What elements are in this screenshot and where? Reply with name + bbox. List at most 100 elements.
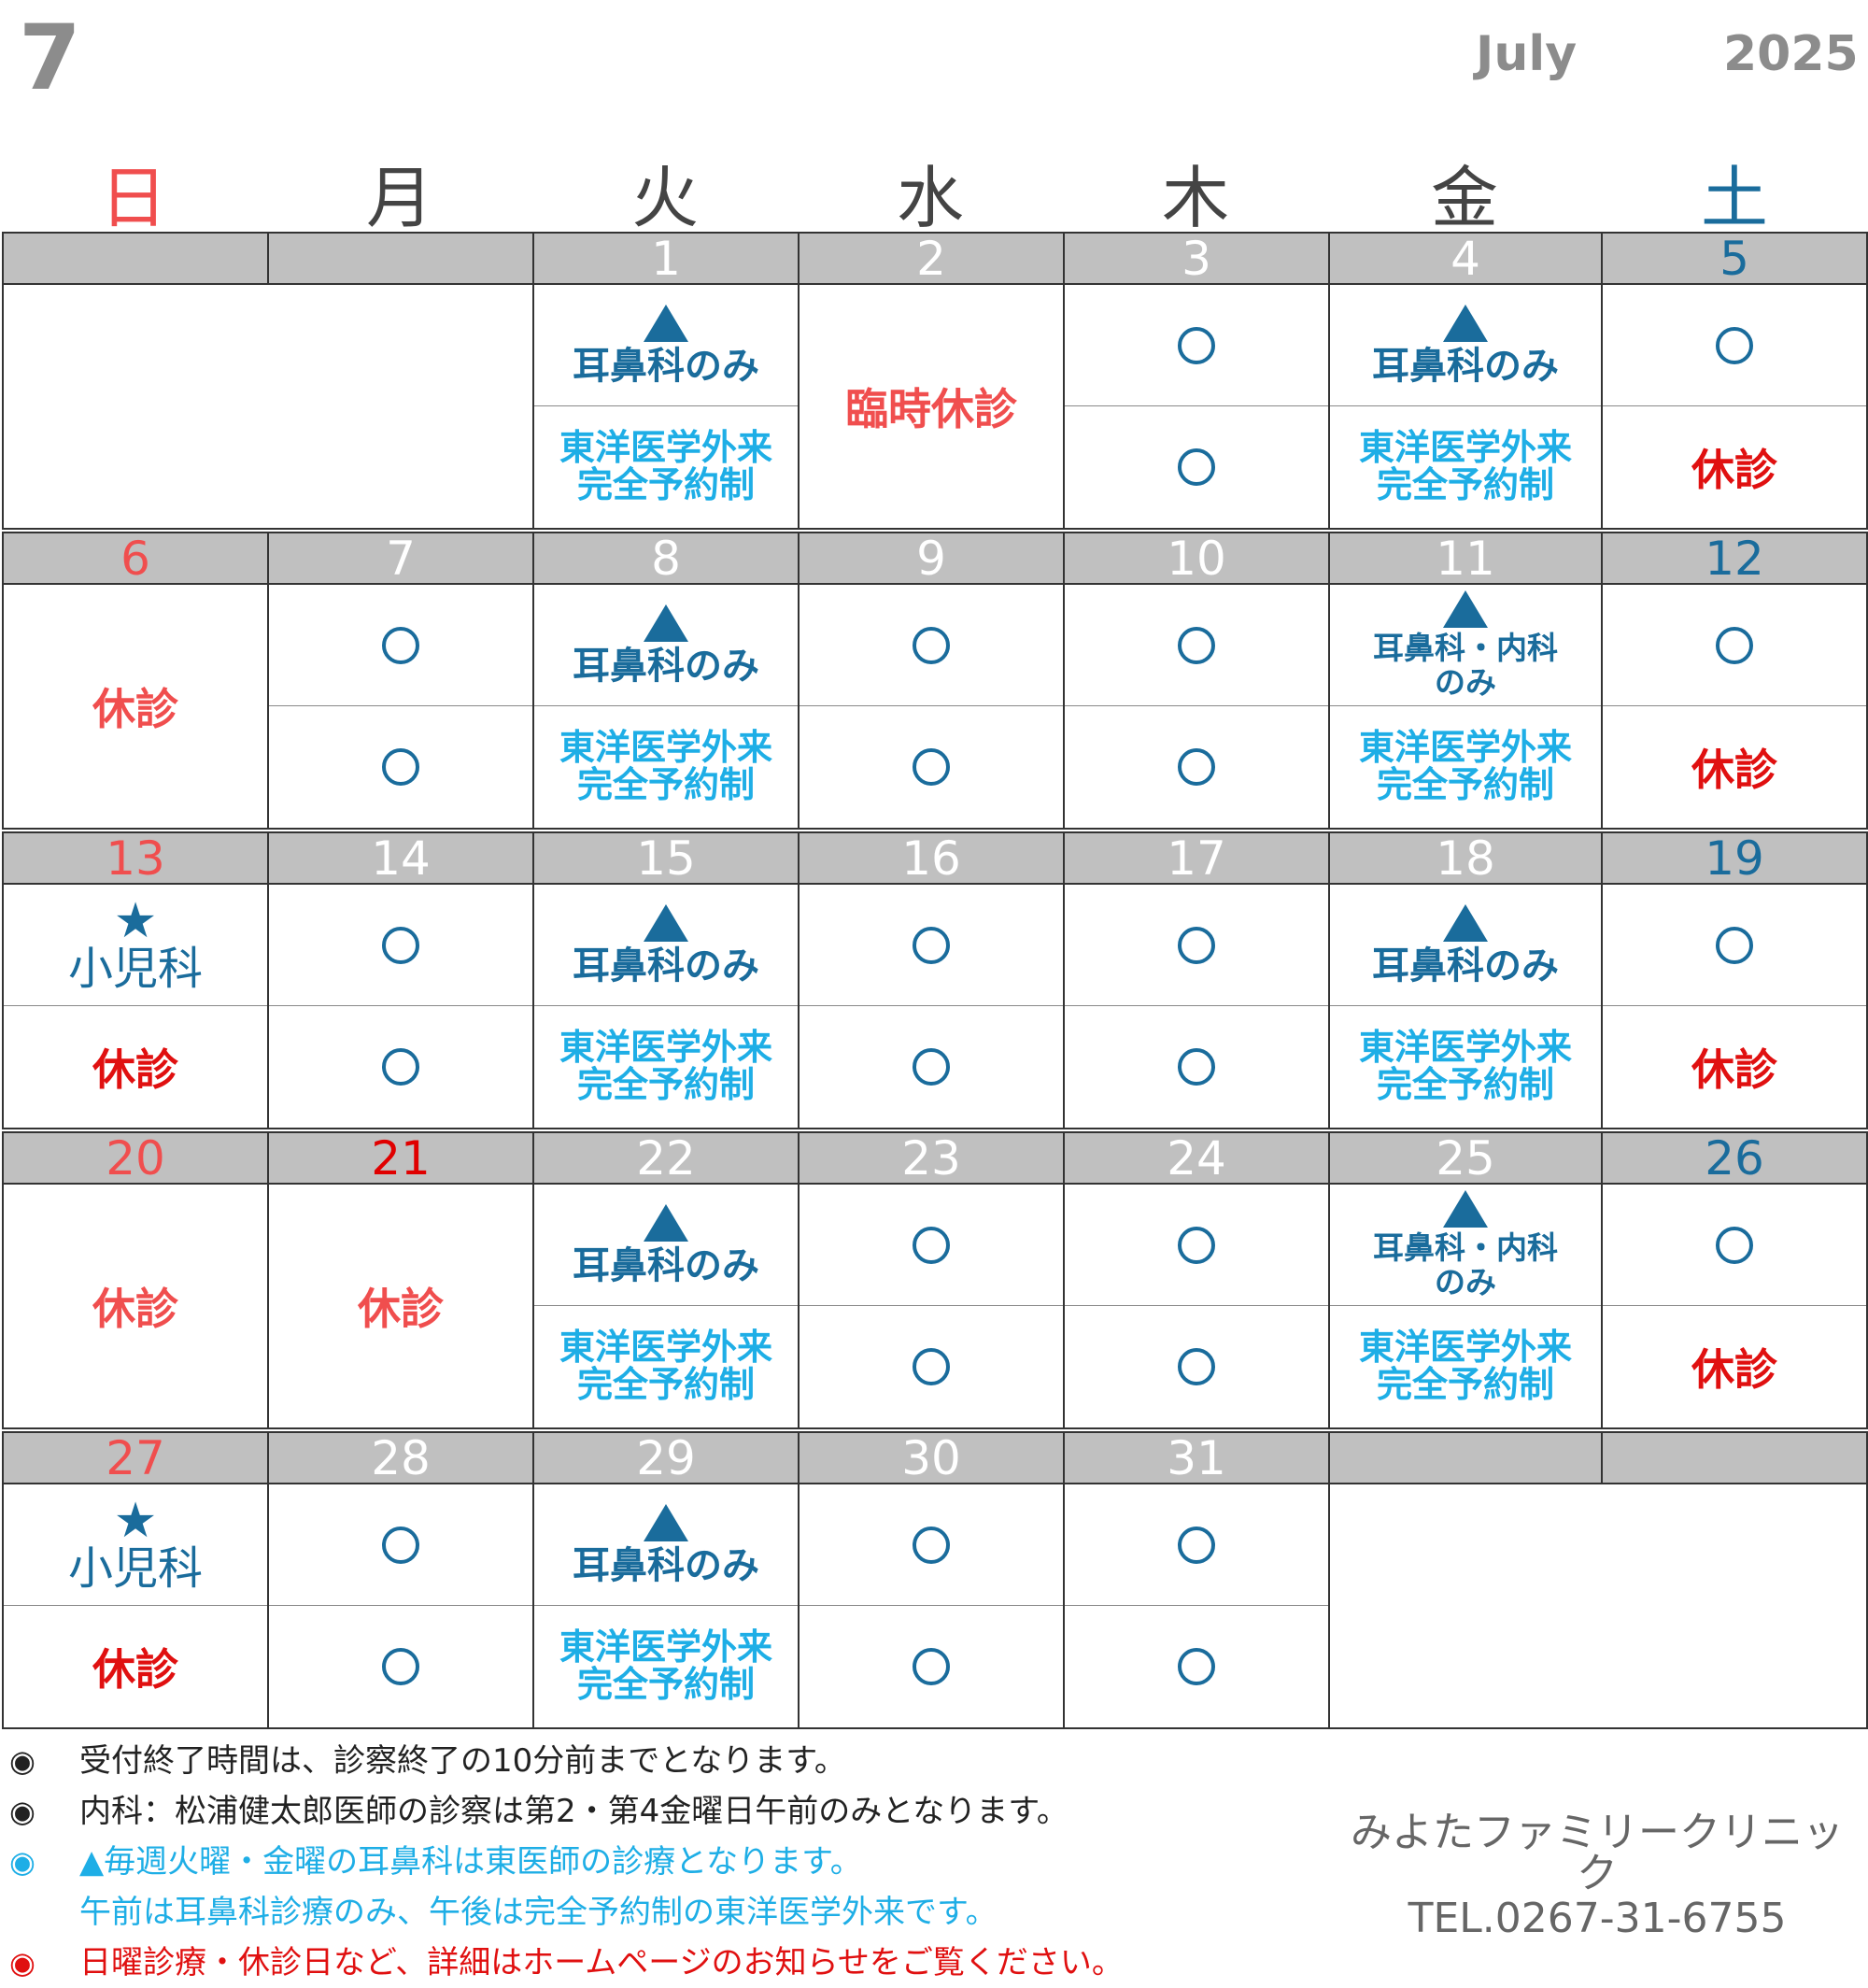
day-cell [1063, 1183, 1330, 1429]
date-header-cell: 30 [798, 1431, 1065, 1484]
note-text: 内科：松浦健太郎医師の診察は第2・第4金曜日午前のみとなります。 [79, 1793, 1068, 1830]
weekday-fri: 金 [1430, 158, 1498, 237]
closed-label: 休診 [92, 1644, 178, 1695]
date-header-cell: 28 [267, 1431, 534, 1484]
day-cell: 耳鼻科・内科のみ東洋医学外来完全予約制 [1328, 1183, 1603, 1429]
open-circle-icon [1178, 1648, 1215, 1685]
notes: ◉受付終了時間は、診察終了の10分前までとなります。 ◉ 内科：松浦健太郎医師の診… [9, 1736, 1336, 1988]
morning-slot [269, 585, 532, 706]
weekday-wed: 水 [896, 158, 964, 237]
open-circle-icon [1178, 926, 1215, 964]
date-number: 17 [1167, 831, 1226, 886]
date-header-cell: 29 [532, 1431, 800, 1484]
triangle-icon [644, 304, 688, 342]
date-header-cell: 26 [1601, 1131, 1868, 1185]
day-cell [267, 1483, 534, 1729]
open-circle-icon [382, 1648, 419, 1685]
day-slot: 休診 [4, 1185, 267, 1427]
day-cell [1063, 883, 1330, 1129]
closed-label: 休診 [358, 1284, 444, 1334]
eastern-medicine-label: 東洋医学外来 [559, 427, 772, 469]
day-cell: 休診 [2, 583, 269, 830]
morning-slot: ★小児科 [4, 1484, 267, 1606]
closed-label: 休診 [92, 684, 178, 734]
day-slot: 臨時休診 [800, 285, 1063, 528]
day-cell: 耳鼻科・内科のみ東洋医学外来完全予約制 [1328, 583, 1603, 830]
date-number: 1 [651, 231, 681, 286]
date-number: 25 [1436, 1130, 1495, 1186]
afternoon-slot: 東洋医学外来完全予約制 [534, 1606, 798, 1727]
day-cell: 耳鼻科のみ東洋医学外来完全予約制 [532, 283, 800, 530]
date-number: 27 [106, 1430, 165, 1485]
eastern-medicine-label: 東洋医学外来 [1358, 1027, 1572, 1069]
morning-slot [1065, 285, 1328, 406]
morning-slot [1603, 585, 1866, 706]
weekday-mon: 月 [365, 158, 433, 237]
morning-slot: 耳鼻科・内科のみ [1330, 1185, 1601, 1306]
morning-slot: 耳鼻科・内科のみ [1330, 585, 1601, 706]
pediatrics-label: 小児科 [67, 943, 203, 996]
triangle-icon [644, 1203, 688, 1242]
day-cell [1063, 283, 1330, 530]
afternoon-slot: 東洋医学外来完全予約制 [534, 406, 798, 528]
date-header-cell: 15 [532, 831, 800, 885]
date-header-cell: 23 [798, 1131, 1065, 1185]
reservation-label: 完全予約制 [1376, 464, 1554, 505]
closed-label: 休診 [1691, 1044, 1777, 1095]
open-circle-icon [1178, 326, 1215, 364]
morning-slot: 耳鼻科のみ [1330, 285, 1601, 406]
weekday-sun: 日 [99, 158, 167, 237]
date-header-cell: 18 [1328, 831, 1603, 885]
date-number: 18 [1436, 831, 1495, 886]
open-circle-icon [382, 626, 419, 664]
weekday-thu: 木 [1161, 158, 1229, 237]
note-bullet-icon: ◉ [9, 1945, 35, 1981]
morning-slot: ★小児科 [4, 885, 267, 1006]
eastern-medicine-label: 東洋医学外来 [559, 1626, 772, 1668]
afternoon-slot: 休診 [4, 1006, 267, 1128]
afternoon-slot: 休診 [1603, 706, 1866, 828]
date-header-cell: 24 [1063, 1131, 1330, 1185]
morning-slot [800, 885, 1063, 1006]
open-circle-icon [913, 626, 950, 664]
triangle-icon [644, 604, 688, 642]
day-cell [798, 583, 1065, 830]
open-circle-icon [382, 1526, 419, 1564]
open-circle-icon [913, 748, 950, 786]
day-cell: 耳鼻科のみ東洋医学外来完全予約制 [1328, 283, 1603, 530]
morning-slot: 耳鼻科のみ [534, 885, 798, 1006]
open-circle-icon [1716, 326, 1753, 364]
eastern-medicine-label: 東洋医学外来 [559, 1327, 772, 1369]
open-circle-icon [1178, 1226, 1215, 1264]
closed-label: 休診 [1691, 1344, 1777, 1395]
afternoon-slot [1065, 1606, 1328, 1727]
closed-label: 休診 [92, 1284, 178, 1334]
open-circle-icon [382, 1048, 419, 1086]
morning-slot [800, 585, 1063, 706]
day-cell: 休診 [1601, 883, 1868, 1129]
day-cell: 耳鼻科のみ東洋医学外来完全予約制 [532, 1483, 800, 1729]
open-circle-icon [382, 748, 419, 786]
morning-slot [1065, 885, 1328, 1006]
date-header-cell: 3 [1063, 232, 1330, 285]
reservation-label: 完全予約制 [576, 1364, 755, 1405]
pediatrics-label: 小児科 [67, 1542, 203, 1596]
reservation-label: 完全予約制 [1376, 1064, 1554, 1105]
afternoon-slot [1065, 706, 1328, 828]
date-number: 10 [1167, 531, 1226, 586]
open-circle-icon [1178, 626, 1215, 664]
open-circle-icon [1178, 1348, 1215, 1385]
date-number: 24 [1167, 1130, 1226, 1186]
date-number: 13 [106, 831, 165, 886]
date-header-cell [2, 232, 269, 285]
afternoon-slot [1065, 1006, 1328, 1128]
morning-slot [1065, 1484, 1328, 1606]
note-line: ◉受付終了時間は、診察終了の10分前までとなります。 [9, 1736, 1336, 1786]
open-circle-icon [1716, 926, 1753, 964]
reservation-label: 完全予約制 [576, 464, 755, 505]
temporary-closed-label: 臨時休診 [845, 384, 1017, 434]
afternoon-slot: 東洋医学外来完全予約制 [534, 1006, 798, 1128]
date-header-cell: 21 [267, 1131, 534, 1185]
afternoon-slot: 休診 [1603, 1006, 1866, 1128]
open-circle-icon [1716, 1226, 1753, 1264]
